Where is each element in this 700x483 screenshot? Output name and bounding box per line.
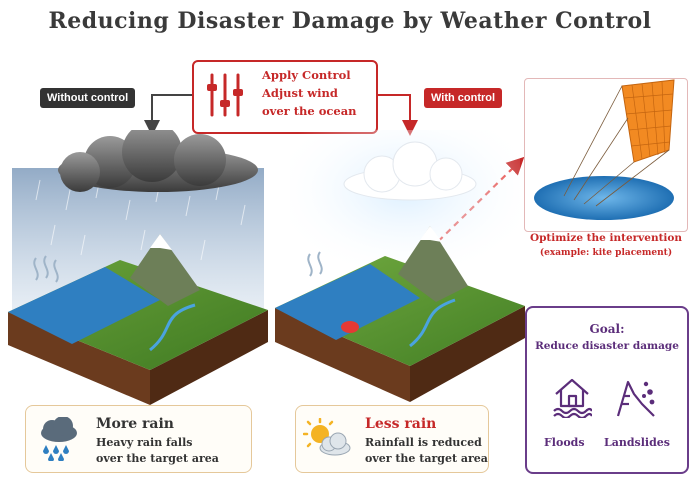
evaporation-lines-2 [307, 251, 323, 277]
less-rain-text: Rainfall is reduced over the target area [365, 435, 488, 467]
mountain [130, 234, 200, 306]
river [149, 303, 196, 352]
goal-title: Goal: [589, 322, 625, 336]
mountain-snow [150, 234, 172, 250]
less-rain-line-1: Rainfall is reduced [365, 436, 482, 449]
less-rain-title: Less rain [365, 416, 437, 432]
sliders-icon [207, 73, 243, 117]
optimize-title: Optimize the intervention [529, 232, 683, 244]
ocean-surface [8, 267, 160, 344]
ocean-disc [534, 176, 674, 220]
control-line-1: Apply Control [262, 68, 351, 82]
goal-subtitle: Reduce disaster damage [535, 340, 679, 352]
block-side [150, 310, 268, 405]
block-front [8, 312, 150, 405]
with-control-label: With control [424, 88, 503, 108]
page-title: Reducing Disaster Damage by Weather Cont… [48, 8, 652, 34]
control-line-3: over the ocean [262, 104, 357, 118]
kite-sail [621, 79, 675, 163]
kite-tethers [563, 85, 670, 207]
mountain-snow-2 [420, 226, 442, 242]
right-connector-arrow [374, 94, 418, 136]
apply-control-box [192, 60, 378, 134]
more-rain-title: More rain [96, 416, 174, 432]
block-side-2 [410, 306, 525, 402]
less-rain-line-2: over the target area [365, 452, 488, 465]
mountain-2 [398, 226, 468, 302]
left-connector-arrow [144, 94, 192, 136]
more-rain-text: Heavy rain falls over the target area [96, 435, 219, 467]
more-rain-line-1: Heavy rain falls [96, 436, 193, 449]
ocean-surface-2 [275, 264, 420, 340]
goal-item-landslides: Landslides [604, 436, 670, 449]
more-rain-line-2: over the target area [96, 452, 219, 465]
landslide-icon [616, 380, 655, 417]
kite-illustration [534, 79, 675, 220]
kite-grid [623, 81, 674, 160]
goal-item-floods: Floods [544, 436, 585, 449]
storm-cloud [58, 130, 258, 192]
without-control-label: Without control [40, 88, 136, 108]
optimize-subtitle: (example: kite placement) [539, 248, 673, 258]
rain-cloud-icon [41, 417, 77, 461]
flood-house-icon [553, 378, 592, 418]
goal-box [525, 306, 689, 474]
light-cloud [343, 141, 477, 201]
control-text: Apply Control Adjust wind over the ocean [262, 66, 357, 120]
evaporation-lines [33, 255, 59, 283]
intervention-point [341, 321, 359, 333]
block-front-2 [275, 308, 410, 402]
scene-with-control [275, 130, 525, 402]
scene-without-control [8, 130, 268, 405]
control-line-2: Adjust wind [262, 86, 338, 100]
sun-cloud-icon [303, 418, 351, 456]
river-2 [409, 298, 456, 348]
